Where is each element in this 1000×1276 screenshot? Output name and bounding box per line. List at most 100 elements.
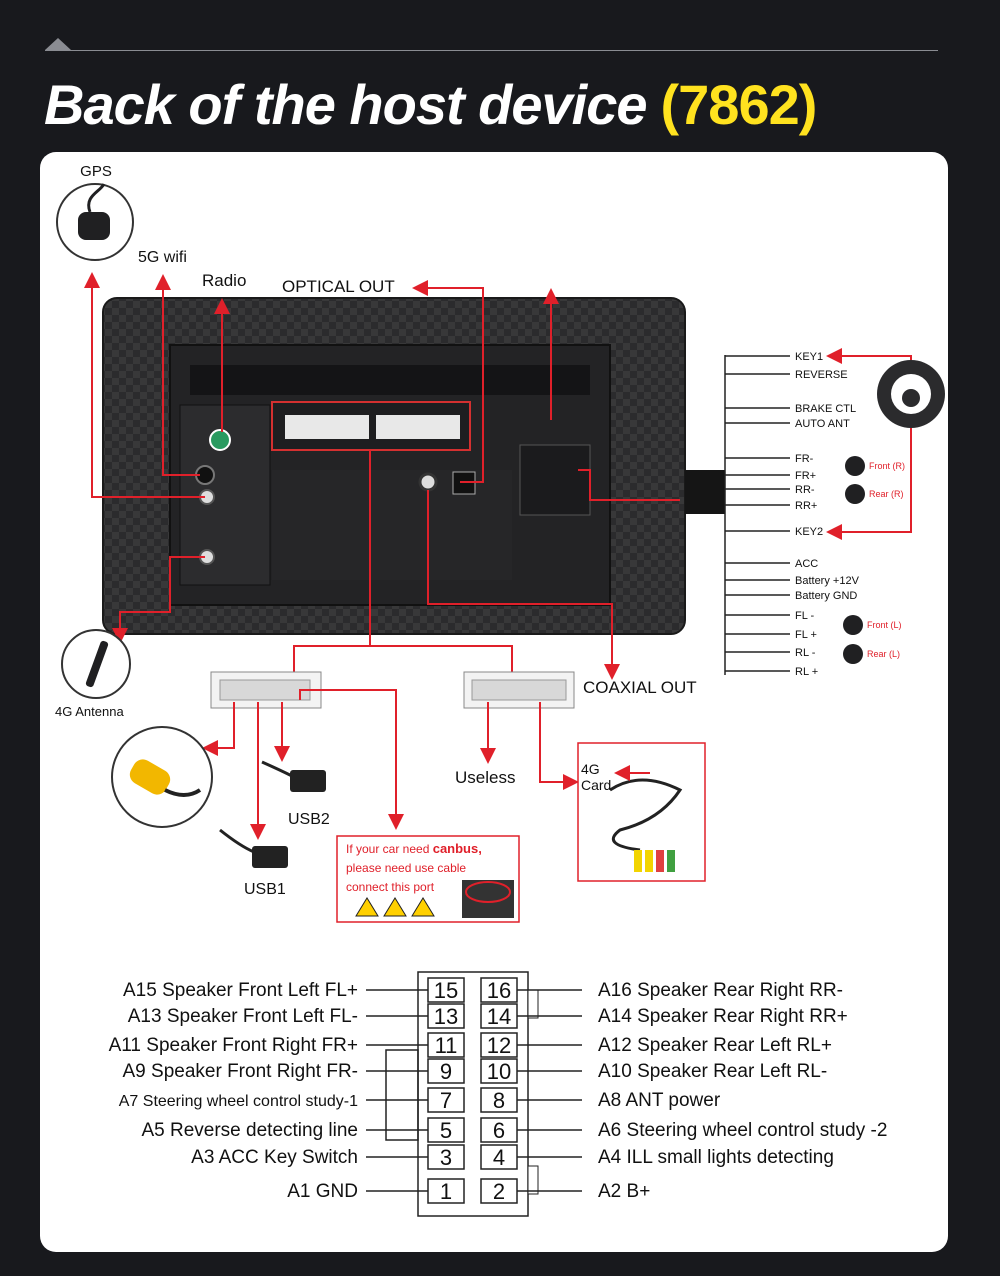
speaker-icon — [843, 615, 863, 635]
header-rule — [45, 50, 938, 51]
pin-left-code: A3 — [191, 1147, 214, 1168]
pin-right-code: A10 — [598, 1061, 632, 1082]
pin-right-label: A6 Steering wheel control study -2 — [598, 1120, 887, 1141]
pin-number: 3 — [440, 1145, 452, 1170]
speaker-label: Front (R) — [869, 461, 905, 471]
pin-box — [427, 1087, 465, 1113]
gps-label: GPS — [80, 163, 112, 180]
pin-number: 1 — [440, 1179, 452, 1204]
radio-port-icon — [209, 429, 231, 451]
pin-box — [427, 1032, 465, 1058]
speaker-icon — [843, 644, 863, 664]
gps-antenna-icon — [56, 183, 134, 261]
speaker-icon — [845, 484, 865, 504]
warning-icon — [355, 897, 435, 917]
4g-card-line2: Card — [581, 777, 611, 793]
optical-out-label: OPTICAL OUT — [282, 277, 395, 296]
harness-wire-label: REVERSE — [795, 369, 848, 381]
pin-number: 4 — [493, 1145, 505, 1170]
harness-wire-label: FR- — [795, 453, 814, 465]
rca-camera-icon — [111, 726, 213, 828]
speaker-label: Front (L) — [867, 620, 902, 630]
usb1-label: USB1 — [244, 881, 286, 898]
pin-right-code: A12 — [598, 1035, 632, 1056]
pin-left-code: A7 — [119, 1093, 139, 1110]
4g-card-box — [577, 742, 706, 882]
pin-box — [480, 1087, 518, 1113]
harness-wire-label: FR+ — [795, 470, 816, 482]
pin-left-code: A9 — [123, 1061, 146, 1082]
pin-left-code: A13 — [128, 1006, 162, 1027]
pin-right-desc: Steering wheel control study -2 — [627, 1120, 888, 1141]
harness-wire-label: FL - — [795, 610, 814, 622]
model-number: (7862) — [660, 73, 818, 136]
pin-left-desc: Reverse detecting line — [170, 1120, 358, 1141]
pin-left-code: A11 — [109, 1035, 141, 1056]
harness-wire-label: KEY1 — [795, 351, 823, 363]
pin-left-code: A1 — [287, 1181, 310, 1202]
pin-left-label: A7 Steering wheel control study-1 — [119, 1093, 358, 1110]
steering-wheel-icon — [877, 360, 945, 428]
pin-number: 9 — [440, 1059, 452, 1084]
useless-label: Useless — [455, 768, 515, 787]
pin-box — [480, 1003, 518, 1029]
pin-right-code: A4 — [598, 1147, 622, 1168]
pin-right-label: A14 Speaker Rear Right RR+ — [598, 1006, 848, 1027]
pin-left-label: A1 GND — [287, 1181, 358, 1202]
usb2-cable-icon — [261, 760, 326, 792]
4g-antenna-label: 4G Antenna — [55, 704, 124, 719]
speaker-label: Rear (R) — [869, 489, 904, 499]
4g-card-line1: 4G — [581, 761, 600, 777]
pin-right-label: A10 Speaker Rear Left RL- — [598, 1061, 827, 1082]
left-plug — [210, 671, 322, 709]
pin-right-desc: Speaker Rear Left RL+ — [637, 1035, 832, 1056]
pin-box — [480, 977, 518, 1003]
pin-box — [427, 977, 465, 1003]
4g-antenna-icon — [61, 629, 131, 699]
pin-left-label: A3 ACC Key Switch — [191, 1147, 358, 1168]
pin-right-code: A6 — [598, 1120, 621, 1141]
plug-wires — [202, 689, 579, 840]
pin-number: 2 — [493, 1179, 505, 1204]
pin-right-label: A12 Speaker Rear Left RL+ — [598, 1035, 832, 1056]
pin-left-desc: GND — [316, 1181, 358, 1202]
harness-wire-label: RL - — [795, 647, 816, 659]
harness-wire-label: RR+ — [795, 500, 817, 512]
pin-right-label: A8 ANT power — [598, 1090, 721, 1111]
pin-right-label: A4 ILL small lights detecting — [598, 1147, 834, 1168]
pin-left-code: A5 — [141, 1120, 164, 1141]
harness-wire-label: RL + — [795, 666, 818, 678]
pin-left-label: A9 Speaker Front Right FR- — [123, 1061, 359, 1082]
pin-number: 15 — [434, 978, 458, 1003]
usb2-label: USB2 — [288, 811, 330, 828]
harness-wire-label: FL + — [795, 629, 817, 641]
pin-number: 11 — [435, 1033, 458, 1058]
pin-right-desc: ANT power — [625, 1090, 720, 1111]
pin-left-desc: Speaker Front Left FL+ — [162, 980, 358, 1001]
harness-wire-label: ACC — [795, 558, 818, 570]
page-title: Back of the host device(7862) — [44, 73, 818, 136]
pin-number: 7 — [440, 1088, 452, 1113]
pin-number: 6 — [493, 1118, 505, 1143]
speaker-icon — [845, 456, 865, 476]
harness-wire-label: KEY2 — [795, 526, 823, 538]
pin-left-label: A15 Speaker Front Left FL+ — [123, 980, 358, 1001]
pin-right-code: A16 — [598, 980, 632, 1001]
pin-right-code: A2 — [598, 1181, 621, 1202]
coaxial-out-label: COAXIAL OUT — [583, 678, 697, 697]
pin-number: 16 — [487, 978, 511, 1003]
harness-wire-label: AUTO ANT — [795, 418, 850, 430]
harness-wire-label: RR- — [795, 484, 815, 496]
pin-left-desc: Steering wheel control study-1 — [143, 1093, 358, 1110]
top-wires — [84, 272, 680, 680]
pin-right-label: A16 Speaker Rear Right RR- — [598, 980, 843, 1001]
wifi-label: 5G wifi — [138, 249, 187, 266]
pin-left-desc: Speaker Front Left FL- — [167, 1006, 358, 1027]
pin-left-label: A5 Reverse detecting line — [141, 1120, 358, 1141]
canbus-note-line3: connect this port — [346, 880, 435, 894]
pin-left-code: A15 — [123, 980, 157, 1001]
pin-left-label: A11 Speaker Front Right FR+ — [109, 1035, 358, 1056]
pin-number: 14 — [487, 1004, 511, 1029]
pin-right-code: A8 — [598, 1090, 621, 1111]
